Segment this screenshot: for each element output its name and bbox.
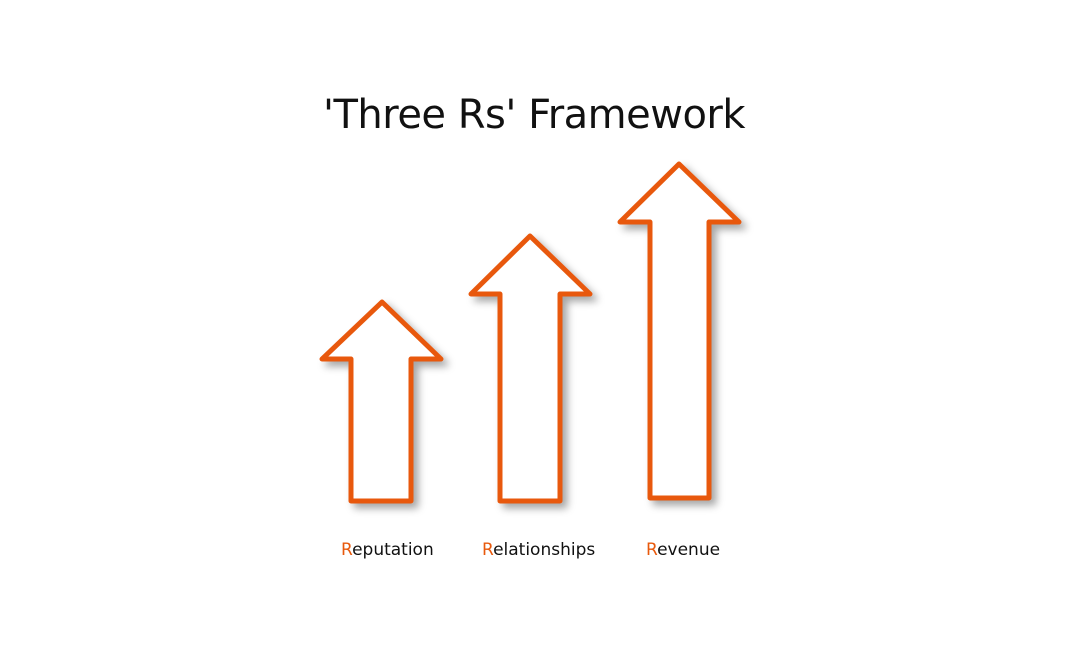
arrow-reputation: [319, 299, 444, 504]
label-text: elationships: [493, 540, 596, 560]
label-revenue: Revenue: [646, 540, 720, 560]
label-initial: R: [646, 540, 658, 560]
label-initial: R: [482, 540, 494, 560]
label-initial: R: [341, 540, 353, 560]
arrow-relationships: [468, 233, 593, 504]
label-text: eputation: [352, 540, 434, 560]
label-text: evenue: [657, 540, 721, 560]
arrow-revenue: [617, 161, 742, 501]
diagram-title: 'Three Rs' Framework: [322, 92, 746, 138]
label-reputation: Reputation: [341, 540, 434, 560]
label-relationships: Relationships: [482, 540, 595, 560]
